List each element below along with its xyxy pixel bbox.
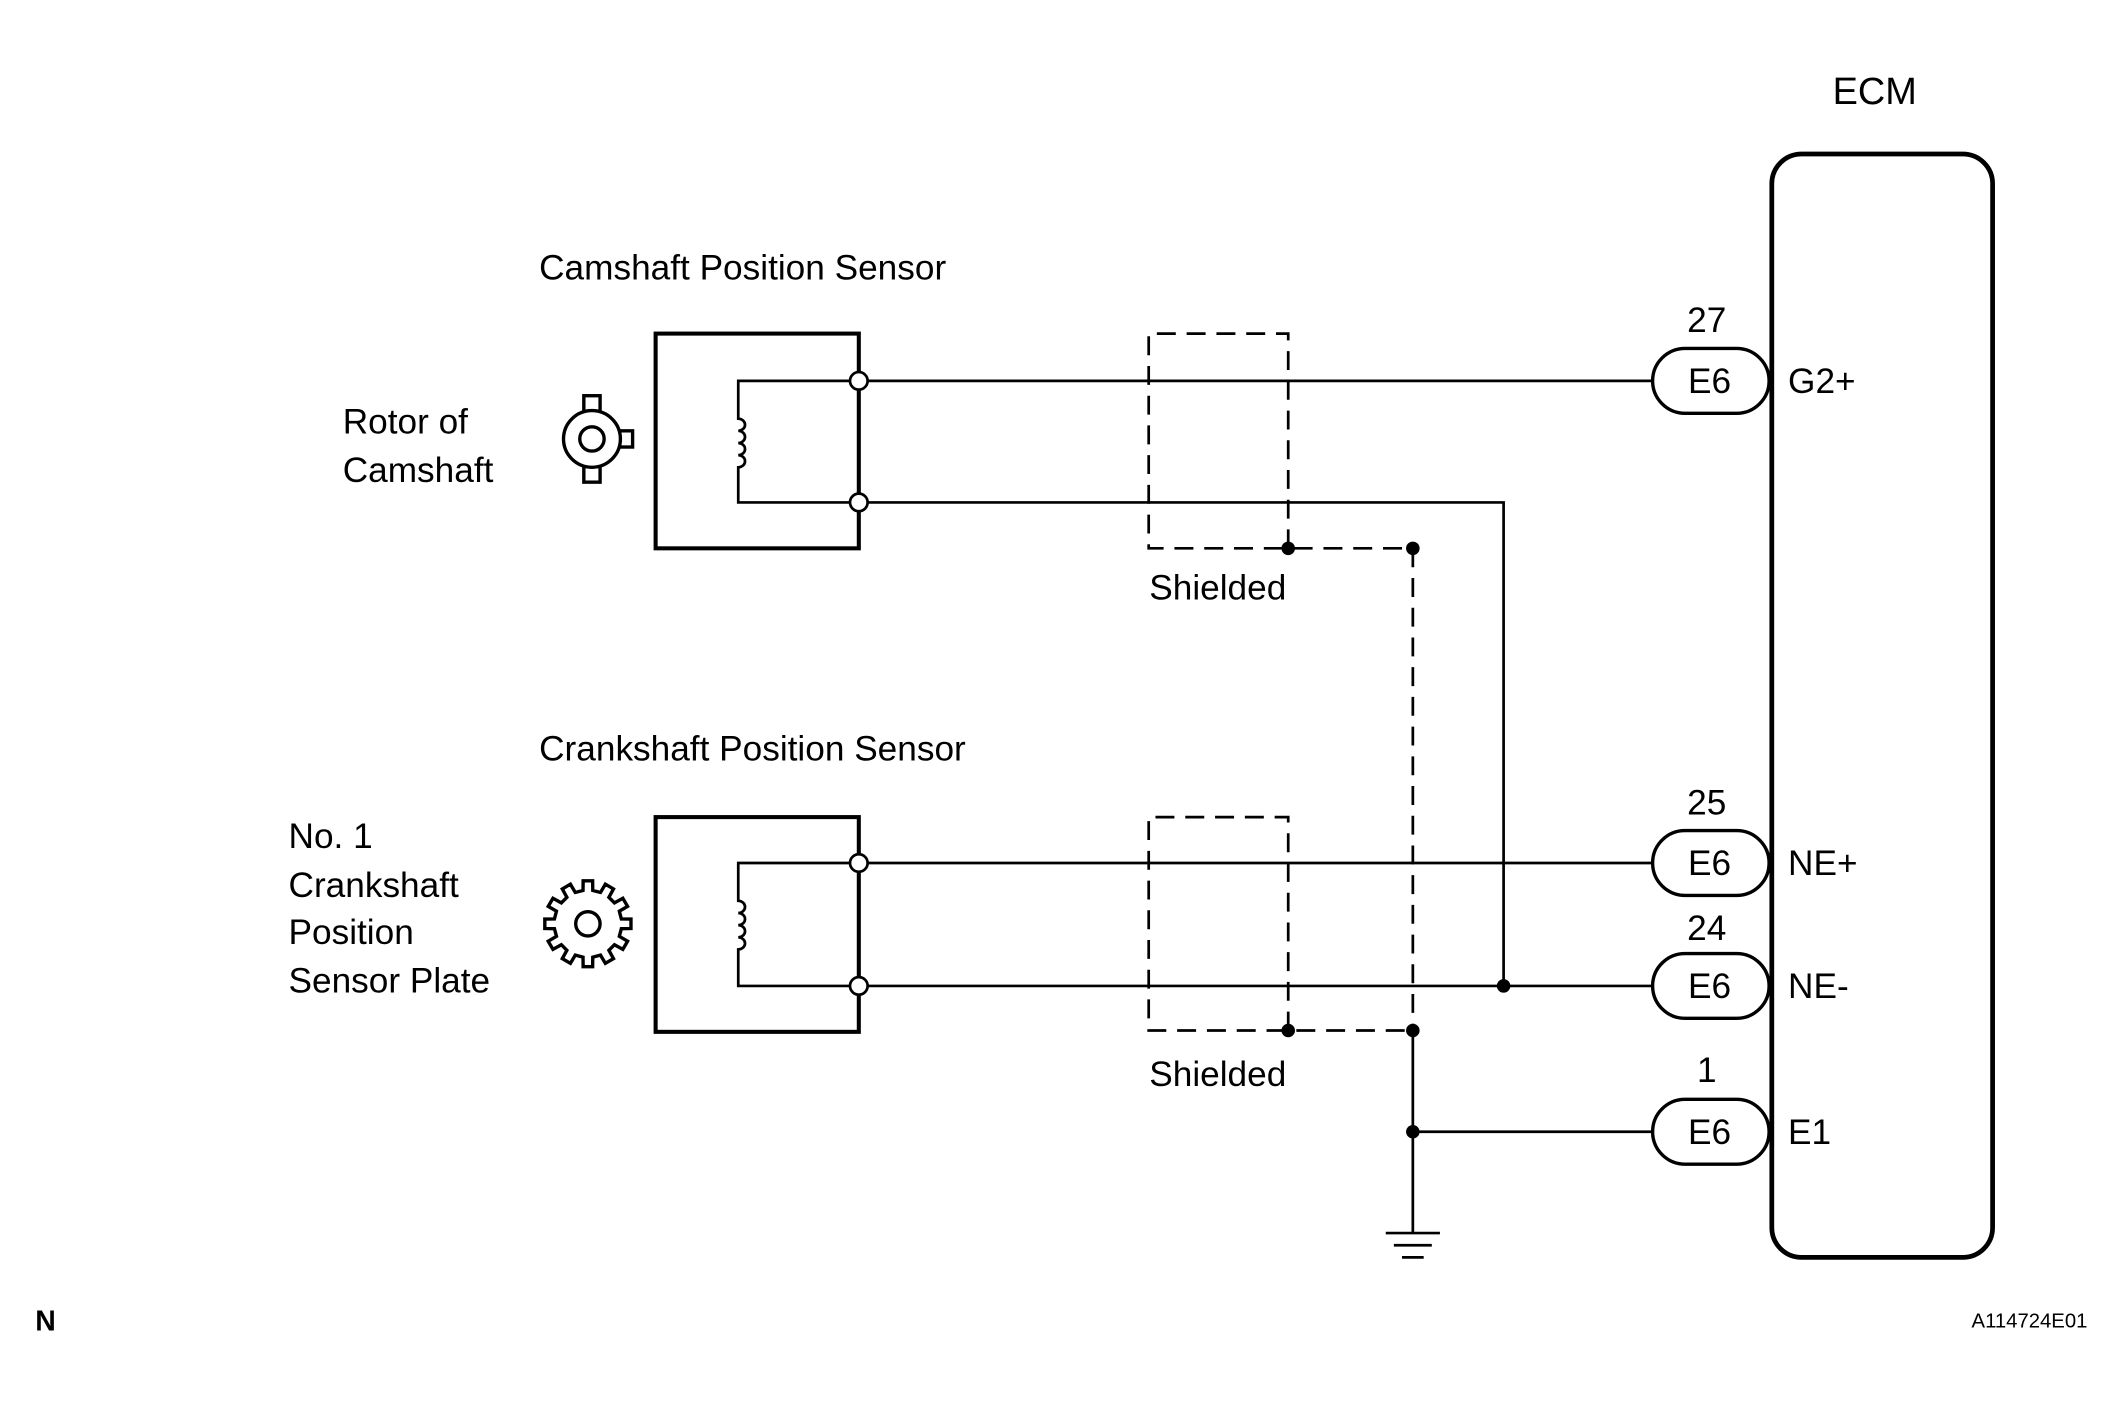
connector-pill [1650, 346, 1771, 415]
camshaft-shield-outline [1147, 332, 1413, 550]
pin-number: 1 [1697, 1051, 1717, 1090]
connector-code: E6 [1688, 1113, 1731, 1152]
camshaft-terminal-2 [848, 492, 869, 513]
camshaft-rotor-icon [561, 394, 635, 484]
terminal-name: NE+ [1788, 844, 1857, 883]
terminal-name: NE- [1788, 967, 1849, 1006]
camshaft-shield-label: Shielded [1149, 569, 1286, 608]
ground-icon [1385, 1231, 1440, 1259]
crankshaft-shield-outline [1147, 815, 1413, 1032]
crankshaft-shield-label: Shielded [1149, 1055, 1286, 1094]
ecm-terminal-g2-plus: 27 E6 G2+ [1650, 301, 1856, 415]
connector-pill [1650, 951, 1771, 1021]
camshaft-sensor-title: Camshaft Position Sensor [539, 249, 946, 288]
crankshaft-position-sensor: Crankshaft Position Sensor No. 1 Cranksh… [289, 729, 1653, 1094]
plate-label-line-4: Sensor Plate [289, 962, 491, 1001]
ecm-terminal-ne-plus: 25 E6 NE+ [1650, 783, 1858, 898]
connector-code: E6 [1688, 967, 1731, 1006]
connector-pill [1650, 828, 1771, 898]
ecm-terminal-ne-minus: 24 E6 NE- [1650, 909, 1849, 1021]
gear-hub [574, 909, 602, 938]
camshaft-return-wire [858, 501, 1505, 986]
crankshaft-sensor-box [653, 815, 861, 1034]
connector-code: E6 [1688, 362, 1731, 401]
ecm-box [1769, 151, 1995, 1260]
pin-number: 27 [1687, 301, 1726, 340]
terminal-name: G2+ [1788, 362, 1856, 401]
pin-number: 25 [1687, 783, 1726, 822]
rotor-hub [578, 425, 606, 453]
ground-circuit [1385, 1030, 1653, 1259]
crankshaft-terminal-1 [848, 852, 869, 874]
ecm-label: ECM [1833, 71, 1917, 113]
pickup-coil-icon [736, 379, 851, 504]
ecm-terminal-e1: 1 E6 E1 [1650, 1051, 1831, 1166]
crankshaft-sensor-title: Crankshaft Position Sensor [539, 729, 966, 768]
rotor-label-line-1: Rotor of [343, 403, 468, 442]
plate-label-line-2: Crankshaft [289, 866, 459, 905]
sensor-plate-gear-icon [543, 879, 633, 969]
plate-label-line-1: No. 1 [289, 817, 373, 856]
crankshaft-terminal-2 [848, 975, 869, 997]
terminal-name: E1 [1788, 1113, 1831, 1152]
camshaft-sensor-box [653, 331, 861, 551]
connector-code: E6 [1688, 844, 1731, 883]
figure-code: A114724E01 [1972, 1311, 2088, 1333]
ne-minus-junction [1496, 979, 1511, 993]
camshaft-shield-junction [1281, 541, 1295, 556]
ground-junction [1406, 1125, 1420, 1139]
camshaft-position-sensor: Camshaft Position Sensor Rotor of Camsha… [343, 249, 1653, 986]
camshaft-terminal-1 [848, 370, 869, 391]
crankshaft-shield-junction [1281, 1023, 1295, 1038]
ecm: ECM [1769, 71, 1995, 1260]
corner-mark: N [35, 1305, 56, 1337]
connector-pill [1650, 1097, 1771, 1166]
plate-label-line-3: Position [289, 913, 414, 952]
rotor-label-line-2: Camshaft [343, 451, 494, 490]
pin-number: 24 [1687, 909, 1726, 948]
pickup-coil-icon [736, 861, 851, 988]
